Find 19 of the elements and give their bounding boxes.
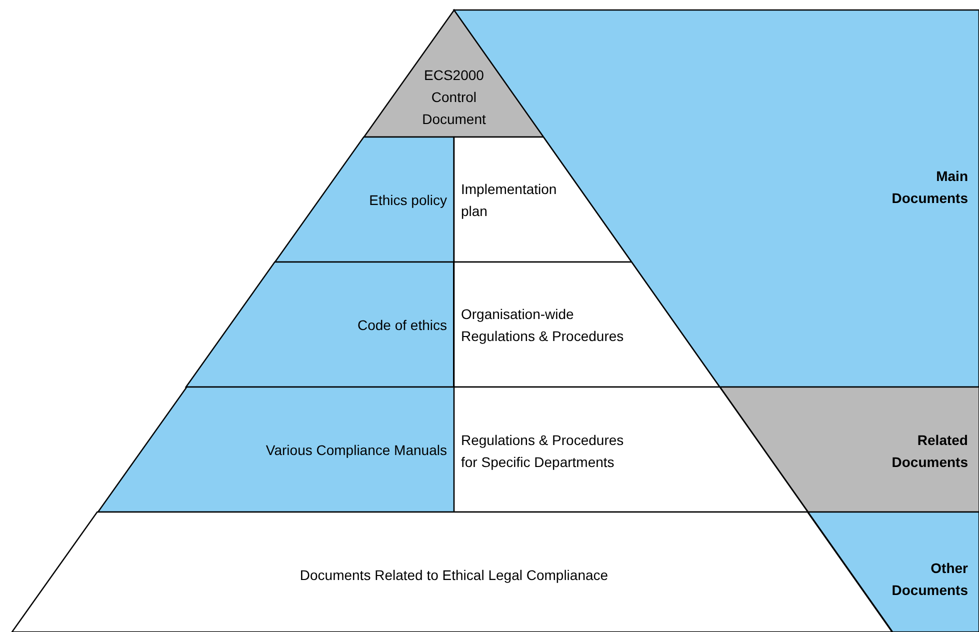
pyramid-segment	[454, 137, 632, 262]
segment-label: Code of ethics	[356, 316, 447, 335]
segment-label: Organisation-wide Regulations & Procedures	[461, 305, 625, 346]
pyramid-segment	[98, 387, 454, 512]
pyramid-segment	[275, 137, 454, 262]
pyramid-segment	[454, 262, 720, 387]
segment-label: Implementation plan	[461, 180, 558, 221]
pyramid-segment	[454, 387, 808, 512]
pyramid-apex	[364, 10, 544, 137]
category-label: Other Documents	[890, 559, 968, 600]
segment-label: ECS2000 Control Document	[421, 66, 487, 129]
segment-label: Documents Related to Ethical Legal Complianace	[298, 566, 610, 585]
segment-label: Various Compliance Manuals	[264, 441, 447, 460]
pyramid-segment	[186, 262, 454, 387]
category-label: Main Documents	[890, 167, 968, 208]
segment-label: Regulations & Procedures for Specific Departments	[461, 431, 625, 472]
segment-label: Ethics policy	[368, 191, 447, 210]
category-band	[808, 512, 979, 632]
category-label: Related Documents	[890, 431, 968, 472]
